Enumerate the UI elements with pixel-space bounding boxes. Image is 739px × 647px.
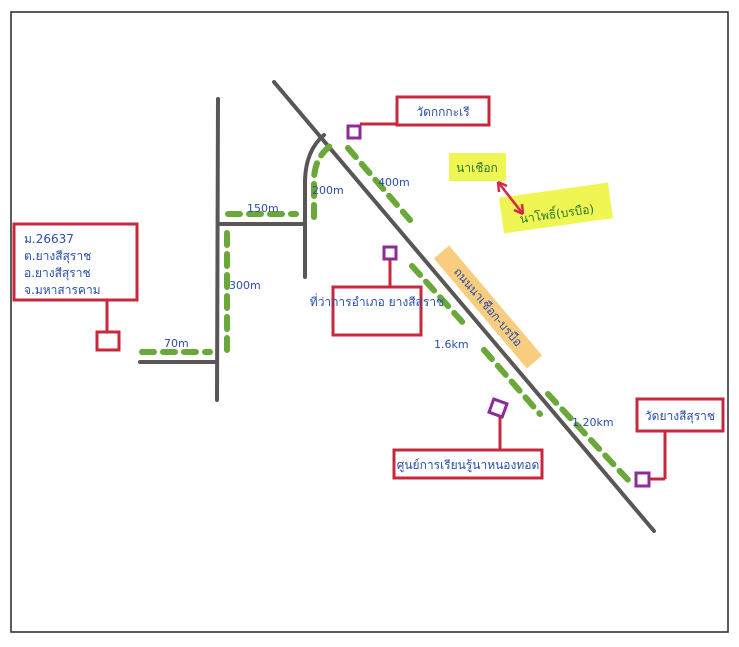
curved-connector xyxy=(303,133,326,279)
place-district-office: ที่ว่าการอำเภอ ยางสีสุราช xyxy=(310,245,444,337)
distance-400m: 400m xyxy=(378,176,410,189)
svg-text:ม.26637: ม.26637 xyxy=(24,232,74,246)
svg-text:อ.ยางสีสุราช: อ.ยางสีสุราช xyxy=(24,266,91,281)
distance-70m: 70m xyxy=(164,337,189,350)
place-wat-yang: วัดยางสีสุราช xyxy=(634,397,725,488)
direction-top-label: นาเชือก xyxy=(456,161,498,175)
svg-text:วัดกกกะเรี: วัดกกกะเรี xyxy=(416,105,470,119)
svg-text:จ.มหาสารคาม: จ.มหาสารคาม xyxy=(24,283,101,297)
place-learning-center: ศูนย์การเรียนรู้นาหนองทอด xyxy=(392,397,544,480)
distance-1-20km: 1.20km xyxy=(572,416,614,429)
main-road xyxy=(272,80,656,533)
direction-arrow-icon xyxy=(497,181,524,215)
map-frame xyxy=(10,11,729,633)
distance-200m: 200m xyxy=(312,184,344,197)
svg-text:ศูนย์การเรียนรู้นาหนองทอด: ศูนย์การเรียนรู้นาหนองทอด xyxy=(397,458,540,473)
direction-indicator: นาเชือก นาโพธิ์(บรบือ) xyxy=(449,153,613,234)
marker-learning-center xyxy=(487,397,509,419)
roads xyxy=(138,80,656,533)
route-dashes xyxy=(139,143,633,485)
vertical-road xyxy=(215,97,220,402)
marker-district-office xyxy=(382,245,398,261)
marker-wat-yang xyxy=(634,471,651,488)
svg-text:ต.ยางสีสุราช: ต.ยางสีสุราช xyxy=(24,249,91,264)
svg-text:ที่ว่าการอำเภอ ยางสีสุราช: ที่ว่าการอำเภอ ยางสีสุราช xyxy=(310,293,444,310)
marker-wat-top xyxy=(346,124,362,140)
address-marker xyxy=(95,330,121,352)
svg-text:วัดยางสีสุราช: วัดยางสีสุราช xyxy=(645,409,715,424)
distance-150m: 150m xyxy=(247,202,279,215)
distance-300m: 300m xyxy=(229,279,261,292)
address-box: ม.26637 ต.ยางสีสุราช อ.ยางสีสุราช จ.มหาส… xyxy=(12,222,139,352)
place-wat-top: วัดกกกะเรี xyxy=(346,95,491,140)
distance-1-6km: 1.6km xyxy=(434,338,469,351)
